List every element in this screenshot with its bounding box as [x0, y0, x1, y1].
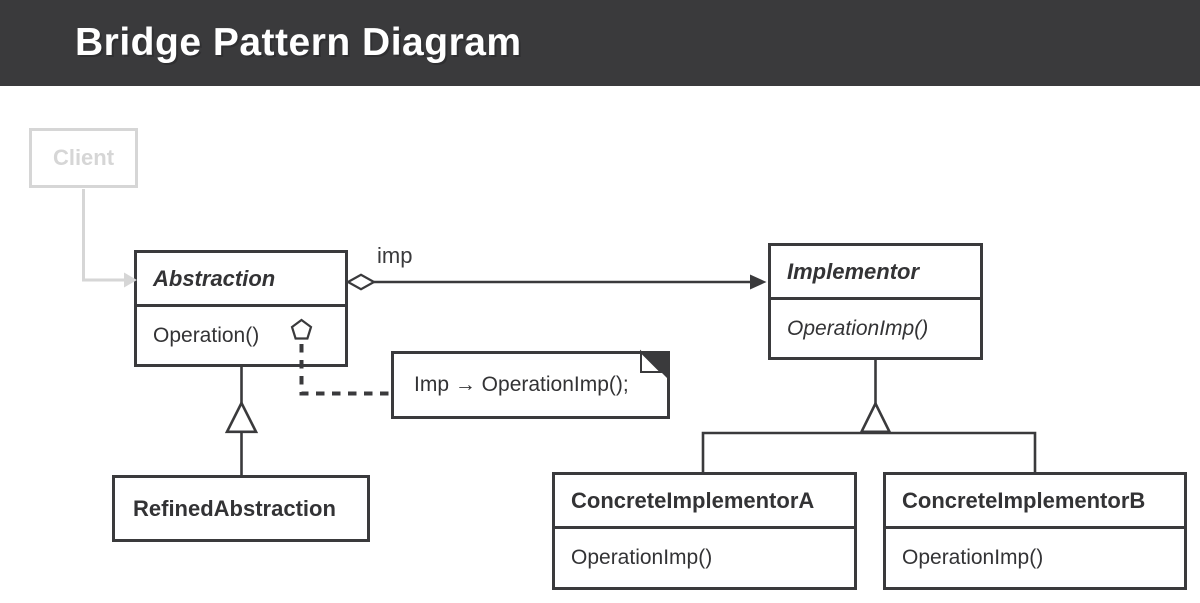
generalization-triangle-implementor-icon: [859, 400, 892, 434]
association-arrowhead-icon: [750, 274, 767, 290]
class-abstraction: Abstraction Operation(): [134, 250, 348, 367]
client-label: Client: [52, 145, 115, 170]
class-implementor-method: OperationImp(): [787, 316, 929, 340]
generalization-branch-line: [701, 431, 1037, 473]
class-concrete-implementor-b-name: ConcreteImplementorB: [886, 475, 1184, 529]
client-box: Client: [29, 128, 138, 188]
page-title: Bridge Pattern Diagram: [75, 21, 522, 64]
class-refined-abstraction-name: RefinedAbstraction: [133, 495, 336, 521]
note-box: Imp → OperationImp();: [391, 351, 670, 419]
note-text: Imp → OperationImp();: [414, 373, 629, 396]
class-concrete-implementor-a-name: ConcreteImplementorA: [555, 475, 854, 529]
header-bar: Bridge Pattern Diagram: [0, 0, 1200, 86]
class-implementor-name: Implementor: [771, 246, 980, 300]
class-abstraction-method: Operation(): [153, 323, 260, 347]
aggregation-diamond-icon: [345, 273, 377, 291]
client-connector-line: [82, 189, 124, 282]
class-refined-abstraction: RefinedAbstraction: [112, 475, 370, 542]
class-abstraction-name: Abstraction: [137, 253, 345, 307]
generalization-triangle-abstraction-icon: [224, 400, 259, 434]
class-concrete-implementor-b: ConcreteImplementorB OperationImp(): [883, 472, 1187, 590]
imp-association-label: imp: [377, 243, 413, 268]
class-concrete-implementor-a-method: OperationImp(): [571, 546, 713, 569]
class-implementor: Implementor OperationImp(): [768, 243, 983, 360]
class-concrete-implementor-a: ConcreteImplementorA OperationImp(): [552, 472, 857, 590]
class-concrete-implementor-b-method: OperationImp(): [902, 546, 1044, 569]
